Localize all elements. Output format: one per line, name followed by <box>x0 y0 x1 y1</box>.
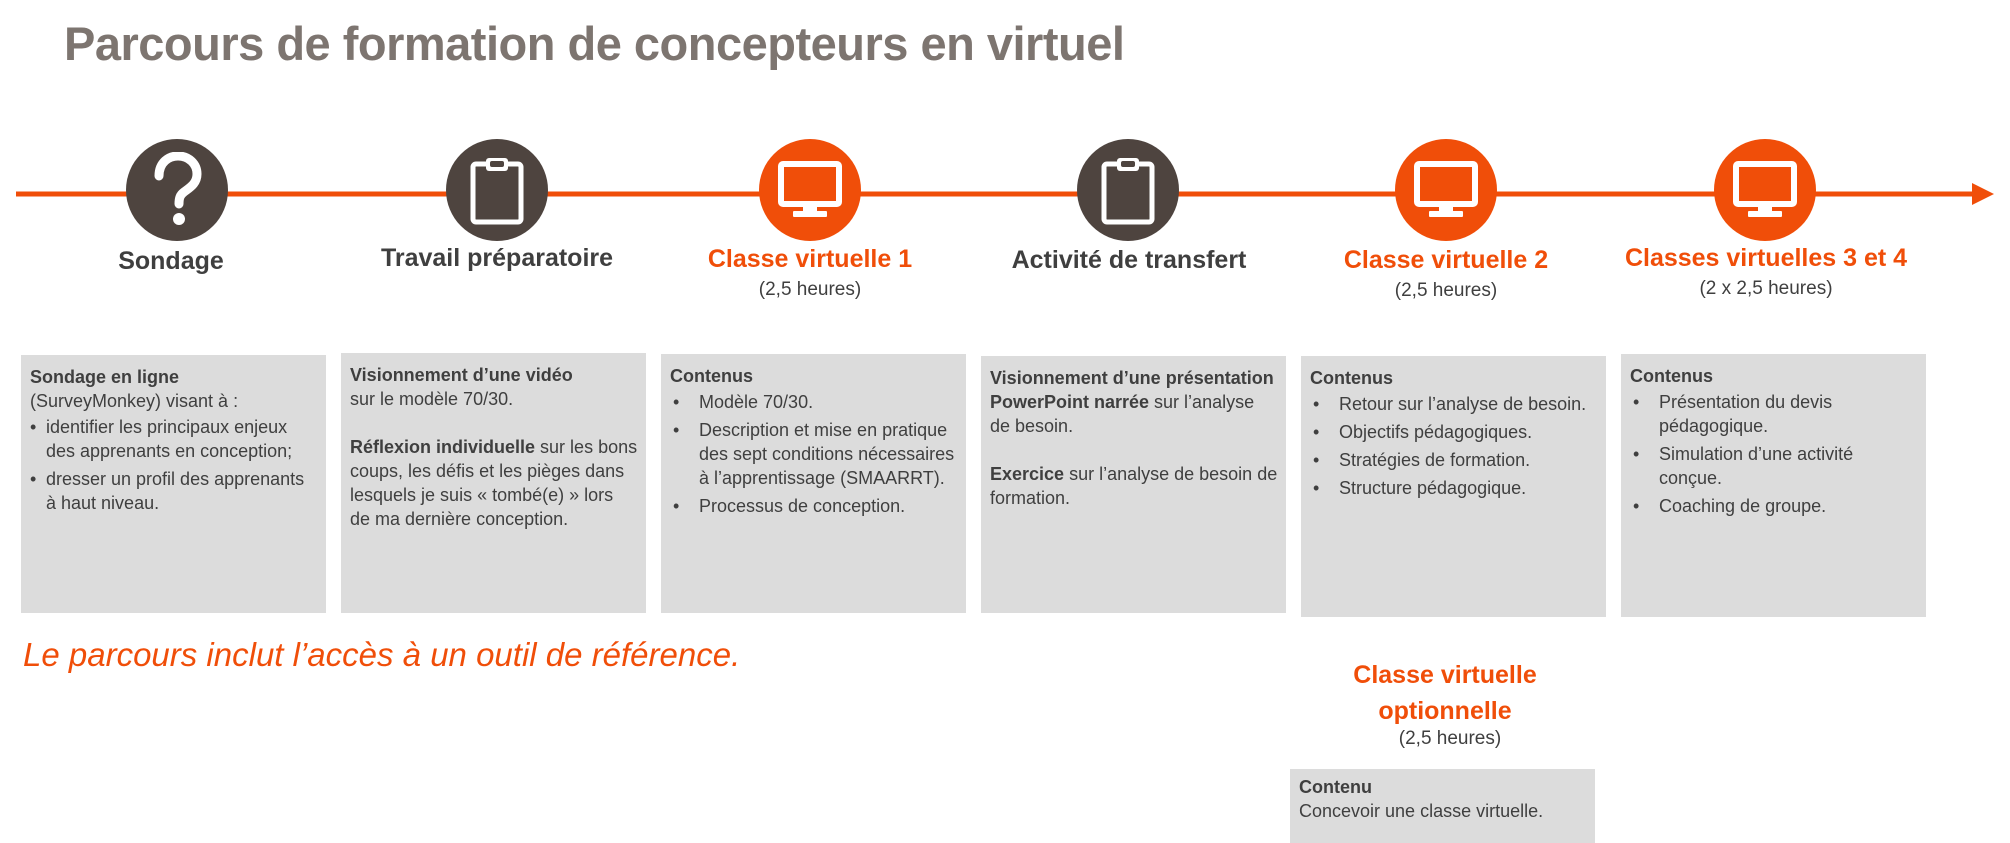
step-cv2-duration: (2,5 heures) <box>1394 280 1498 301</box>
box-transfert-p2-bold: Exercice <box>990 464 1065 484</box>
list-item: Modèle 70/30. <box>670 390 958 414</box>
list-item: Description et mise en pratique des sept… <box>670 418 958 490</box>
step-cv1-duration: (2,5 heures) <box>758 279 862 300</box>
step-cv1-circle <box>759 139 861 241</box>
step-cv34-circle <box>1714 139 1816 241</box>
box-transfert-p1-bold: Visionnement d’une présentation PowerPoi… <box>990 368 1274 412</box>
box-optional-text: Concevoir une classe virtuelle. <box>1299 801 1544 821</box>
list-item: Structure pédagogique. <box>1310 476 1598 500</box>
optional-class-title-line1: Classe virtuelle <box>1353 661 1537 689</box>
box-cv2: Contenus Retour sur l’analyse de besoin.… <box>1301 356 1606 617</box>
box-transfert-p2-rest: sur l’analyse de besoin de formation. <box>990 464 1278 508</box>
step-travail-title: Travail préparatoire <box>380 244 614 272</box>
step-cv34-duration: (2 x 2,5 heures) <box>1699 278 1833 299</box>
step-cv1-title: Classe virtuelle 1 <box>707 245 913 273</box>
monitor-icon <box>1414 161 1478 217</box>
list-item: Processus de conception. <box>670 494 958 518</box>
step-transfert-circle <box>1077 139 1179 241</box>
optional-class-title-line2: optionnelle <box>1378 697 1512 725</box>
list-item: Simulation d’une activité conçue. <box>1630 442 1918 490</box>
box-optional: Contenu Concevoir une classe virtuelle. <box>1290 769 1595 843</box>
box-cv2-heading: Contenus <box>1310 368 1393 388</box>
monitor-icon <box>1733 161 1797 217</box>
reference-tool-note: Le parcours inclut l’accès à un outil de… <box>23 636 741 673</box>
list-item: dresser un profil des apprenants à haut … <box>30 467 318 515</box>
question-mark-icon <box>154 152 202 225</box>
box-cv1-heading: Contenus <box>670 366 753 386</box>
box-travail: Visionnement d’une vidéo sur le modèle 7… <box>341 353 646 613</box>
step-sondage-title: Sondage <box>118 247 224 275</box>
list-item: Coaching de groupe. <box>1630 494 1918 518</box>
box-transfert-p1-rest: sur l’analyse de besoin. <box>990 392 1255 436</box>
step-travail-circle <box>446 139 548 241</box>
box-travail-p2-rest: sur les bons coups, les défis et les piè… <box>350 437 638 529</box>
list-item: identifier les principaux enjeux des app… <box>30 415 318 463</box>
box-transfert: Visionnement d’une présentation PowerPoi… <box>981 356 1286 613</box>
clipboard-icon <box>1101 158 1155 225</box>
box-cv1: Contenus Modèle 70/30. Description et mi… <box>661 354 966 613</box>
list-item: Retour sur l’analyse de besoin. <box>1310 392 1598 416</box>
box-sondage-intro: (SurveyMonkey) visant à : <box>30 391 239 411</box>
step-transfert-title: Activité de transfert <box>1011 246 1247 274</box>
box-sondage: Sondage en ligne (SurveyMonkey) visant à… <box>21 355 326 613</box>
box-cv34: Contenus Présentation du devis pédagogiq… <box>1621 354 1926 617</box>
optional-class-duration: (2,5 heures) <box>1398 728 1502 749</box>
box-travail-p1-bold: Visionnement d’une vidéo <box>350 365 573 385</box>
list-item: Objectifs pédagogiques. <box>1310 420 1598 444</box>
monitor-icon <box>778 161 842 217</box>
step-cv34-title: Classes virtuelles 3 et 4 <box>1624 244 1908 272</box>
page-title: Parcours de formation de concepteurs en … <box>64 17 1125 70</box>
box-optional-heading: Contenu <box>1299 777 1372 797</box>
box-cv34-heading: Contenus <box>1630 366 1713 386</box>
optional-class-title: Classe virtuelle optionnelle <box>1280 657 1610 729</box>
step-cv2-title: Classe virtuelle 2 <box>1343 246 1549 274</box>
list-item: Stratégies de formation. <box>1310 448 1598 472</box>
list-item: Présentation du devis pédagogique. <box>1630 390 1918 438</box>
box-travail-p2-bold: Réflexion individuelle <box>350 437 536 457</box>
step-cv2-circle <box>1395 139 1497 241</box>
box-travail-p1-rest: sur le modèle 70/30. <box>350 389 514 409</box>
box-sondage-heading: Sondage en ligne <box>30 367 180 387</box>
step-sondage-circle <box>126 139 228 241</box>
clipboard-icon <box>470 158 524 225</box>
